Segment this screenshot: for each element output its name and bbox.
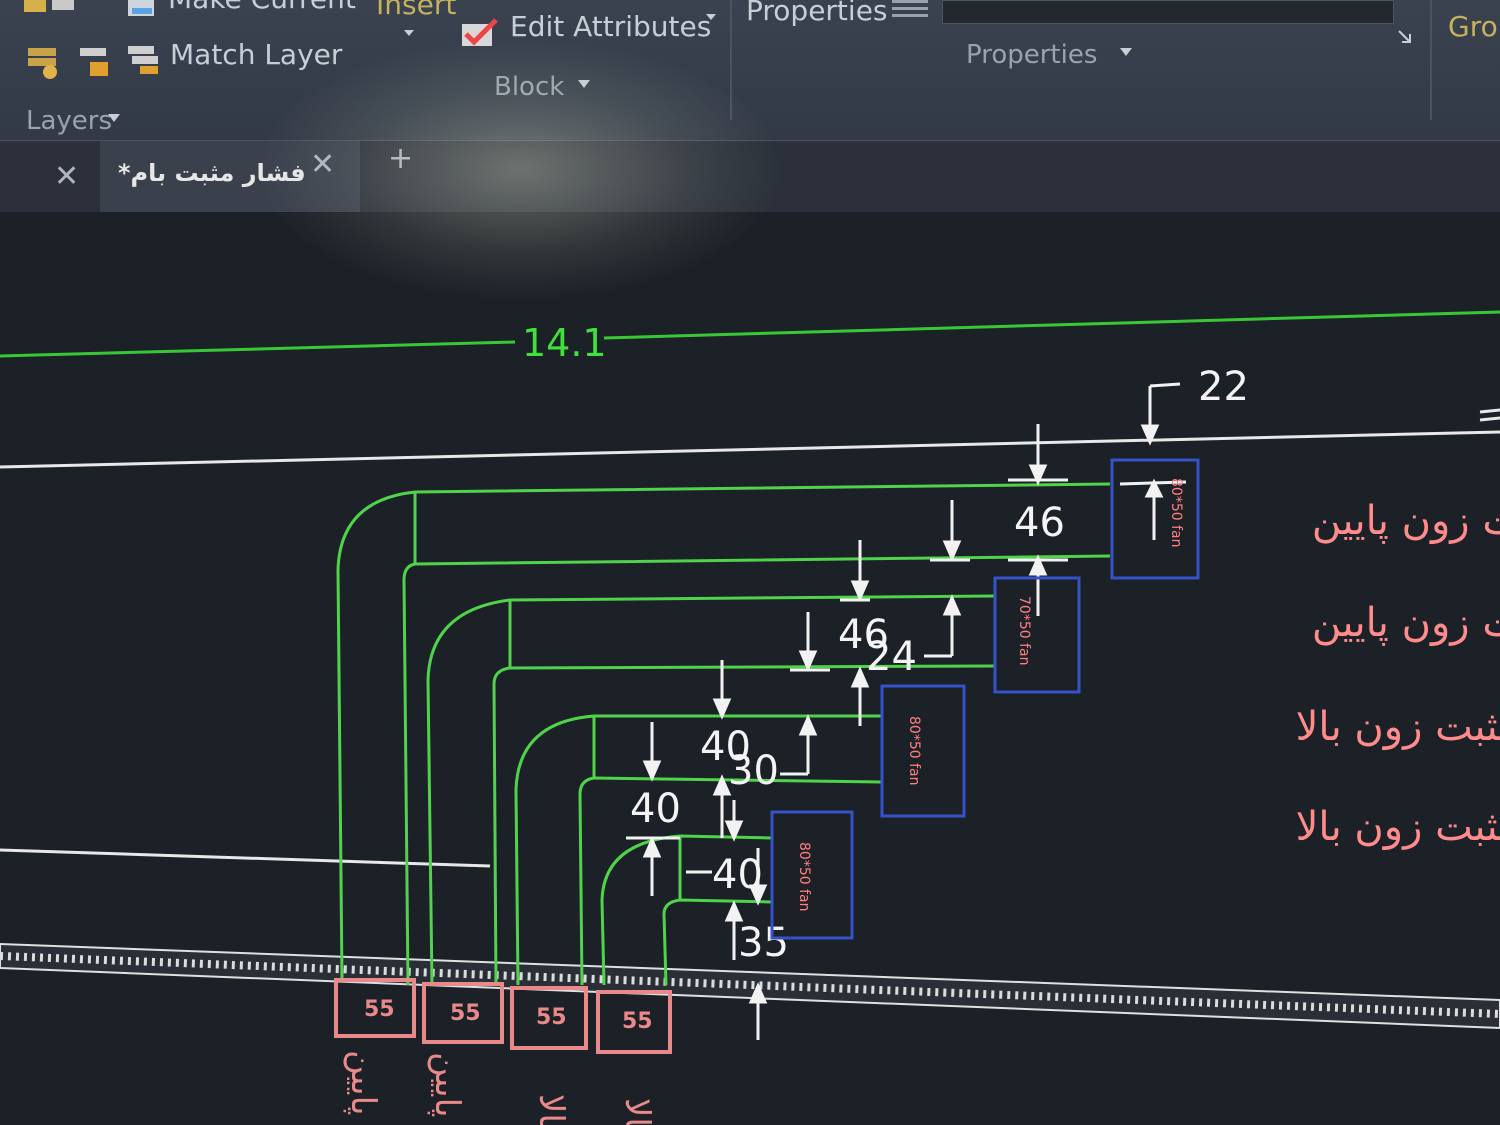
close-document-icon[interactable]: ✕	[310, 147, 336, 182]
list-icon[interactable]	[890, 0, 930, 18]
block-group-label[interactable]: Block	[494, 72, 565, 102]
ribbon: Make Current Match Layer Layers Insert E…	[0, 0, 1500, 140]
edit-attributes-dropdown-icon[interactable]	[704, 12, 718, 22]
match-layer-icon[interactable]	[124, 40, 164, 80]
cad-drawing: 14.1	[0, 310, 1500, 1125]
level-line	[0, 340, 516, 358]
zone-label: مثبت زون بالا	[1296, 804, 1500, 850]
level-line	[603, 310, 1500, 340]
dimension-lines	[626, 382, 1187, 1040]
dim-text: 40	[712, 852, 763, 898]
zone-label: ت زون پایین	[1312, 498, 1500, 544]
zone-label: ت زون پایین	[1312, 600, 1500, 646]
fan-box	[993, 576, 1081, 694]
pipe-label: پایین	[427, 1052, 467, 1117]
document-tab-label[interactable]: فشار مثبت بام*	[118, 159, 306, 187]
pipe-label: بالا	[531, 1094, 571, 1125]
ribbon-separator	[730, 0, 732, 120]
ribbon-separator	[1430, 0, 1432, 120]
layer-stack-icon[interactable]	[20, 0, 80, 20]
fan-box-label: 70*50 fan	[1016, 596, 1032, 665]
properties-button[interactable]: Properties	[746, 0, 888, 27]
block-dropdown-icon[interactable]	[576, 78, 592, 90]
pipe-box	[510, 986, 588, 1050]
pipe-label: بالا	[617, 1098, 657, 1125]
drawing-canvas[interactable]: 14.1	[0, 212, 1500, 1125]
edit-attributes-icon[interactable]	[458, 14, 502, 54]
zone-label: مثبت زون بالا	[1296, 704, 1500, 750]
insert-button[interactable]: Insert	[376, 0, 457, 21]
pipe-size: 55	[536, 1005, 567, 1030]
make-current-icon[interactable]	[124, 0, 160, 24]
duct-3	[514, 714, 883, 986]
hatched-beam	[0, 942, 1500, 1030]
level-label: 14.1	[522, 321, 607, 365]
layer-settings-icon[interactable]	[24, 42, 64, 82]
hatch-pattern	[0, 952, 1500, 1018]
new-tab-icon[interactable]: +	[388, 141, 414, 176]
slab-line	[0, 848, 491, 868]
document-tab-bar: ✕ فشار مثبت بام* ✕ +	[0, 140, 1500, 213]
groups-button[interactable]: Gro	[1448, 10, 1498, 43]
fan-box-label: 80*50 fan	[796, 842, 812, 911]
slab-line	[0, 430, 1500, 469]
pipe-label: پایین	[343, 1050, 383, 1115]
document-tab[interactable]	[100, 141, 360, 213]
pipe-box	[422, 982, 504, 1044]
dim-text: 24	[866, 634, 917, 680]
dim-text: 30	[728, 748, 779, 794]
dim-text: 22	[1198, 364, 1249, 410]
dim-text: 40	[700, 724, 751, 770]
fan-box	[1110, 458, 1200, 580]
match-layer-button[interactable]: Match Layer	[170, 38, 343, 71]
edit-attributes-button[interactable]: Edit Attributes	[510, 10, 712, 43]
fan-box	[770, 810, 854, 940]
fan-box	[880, 684, 966, 818]
properties-dropdown-icon[interactable]	[1118, 46, 1134, 58]
insert-dropdown-icon[interactable]	[402, 28, 416, 38]
panel-launcher-icon[interactable]	[1396, 28, 1414, 46]
layers-group-label[interactable]: Layers	[26, 106, 113, 136]
dim-text: 35	[738, 920, 789, 966]
layer-lock-icon[interactable]	[76, 42, 116, 82]
pipe-size: 55	[450, 1001, 481, 1026]
duct-1	[336, 482, 1111, 986]
dim-text: 40	[630, 786, 681, 832]
fan-box-label: 80*50 fan	[1168, 478, 1184, 547]
pipe-size: 55	[364, 997, 395, 1022]
fan-box-label: 80*50 fan	[906, 716, 922, 785]
close-tab-icon[interactable]: ✕	[54, 159, 80, 194]
pipe-size: 55	[622, 1009, 653, 1034]
pipe-box	[596, 990, 672, 1054]
duct-2	[426, 594, 996, 986]
dim-text: 46	[1014, 500, 1065, 546]
properties-group-label[interactable]: Properties	[966, 40, 1098, 70]
property-field[interactable]	[942, 0, 1394, 24]
make-current-button[interactable]: Make Current	[168, 0, 356, 15]
pipe-box	[334, 978, 416, 1038]
dim-text: 46	[838, 612, 889, 658]
layers-dropdown-icon[interactable]	[106, 112, 122, 124]
